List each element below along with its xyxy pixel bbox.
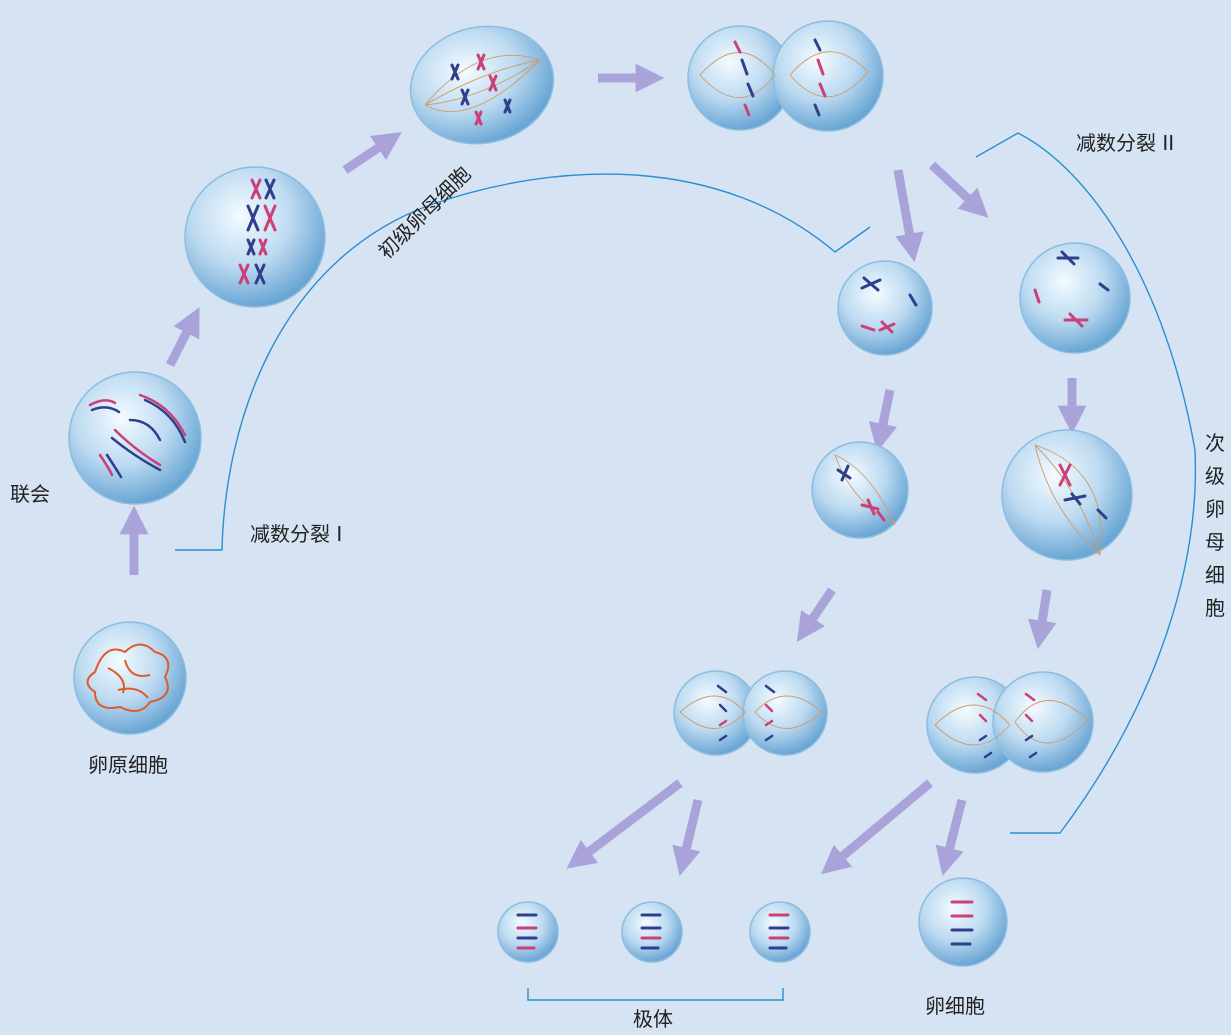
- arrow-group: [119, 63, 1087, 876]
- metaphase-2-right-cell: [1001, 429, 1133, 561]
- arrow-5: [893, 169, 924, 263]
- anaphase-1-cell: [687, 20, 884, 132]
- arrow-6: [928, 161, 989, 218]
- arrow-7: [868, 389, 898, 453]
- metaphase-2-left-cell: [811, 441, 909, 539]
- arrow-14: [935, 798, 967, 876]
- polar-body-3: [749, 901, 811, 963]
- metaphase-1-cell: [409, 25, 555, 145]
- synapsis-cell: [68, 371, 202, 505]
- label-meiosis-2: 减数分裂 II: [1076, 131, 1175, 155]
- arrow-10: [1027, 589, 1057, 650]
- oogonium-cell: [73, 621, 187, 735]
- arrow-13: [820, 779, 933, 875]
- label-meiosis-1: 减数分裂 I: [250, 522, 343, 546]
- label-egg-cell: 卵细胞: [925, 994, 985, 1018]
- secondary-oocyte-cell: [1019, 242, 1131, 354]
- polar-body-1: [497, 901, 559, 963]
- primary-oocyte-cell: [184, 166, 326, 308]
- polar-body-bracket: [527, 988, 784, 1001]
- arrow-12: [672, 798, 703, 876]
- anaphase-2-right-cell: [926, 671, 1094, 774]
- arrow-11: [566, 779, 683, 869]
- meiosis-1-bracket: [175, 173, 871, 551]
- anaphase-2-left-cell: [673, 670, 828, 756]
- polar-body-2: [621, 901, 683, 963]
- secondary-polar-cell: [837, 260, 933, 356]
- label-oogonium: 卵原细胞: [88, 753, 168, 777]
- arrow-9: [796, 587, 836, 642]
- arrow-2: [165, 307, 200, 368]
- label-polar-bodies: 极体: [633, 1007, 673, 1031]
- label-synapsis: 联会: [10, 482, 50, 506]
- arrow-3: [342, 132, 402, 174]
- meiosis-2-bracket: [975, 132, 1197, 834]
- egg-cell: [918, 877, 1008, 967]
- label-secondary-oocyte: 次级卵母细胞: [1205, 431, 1225, 620]
